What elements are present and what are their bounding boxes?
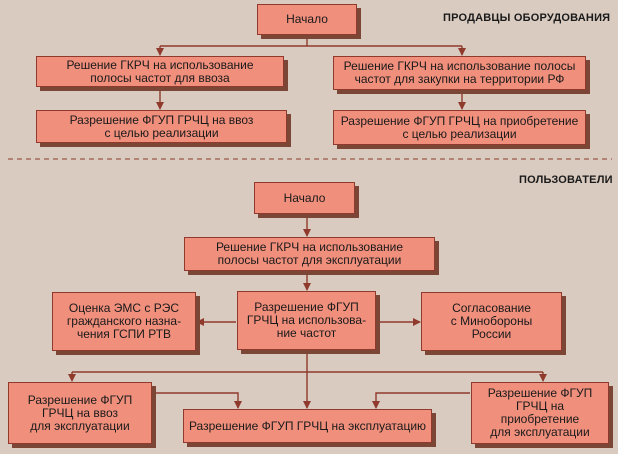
ems-assessment-node: Оценка ЭМС с РЭС гражданского назна- чен… <box>52 292 196 351</box>
gkrch-operation-decision-node: Решение ГКРЧ на использование полосы час… <box>184 237 435 271</box>
mod-approval-node: Согласование с Минобороны России <box>421 292 562 351</box>
fgup-frequency-permit-node: Разрешение ФГУП ГРЧЦ на использова- ние … <box>237 291 376 350</box>
section-title-users: ПОЛЬЗОВАТЕЛИ <box>519 174 613 186</box>
fgup-purchase-operation-node: Разрешение ФГУП ГРЧЦ на приобретение для… <box>471 382 609 444</box>
sellers-start-node: Начало <box>257 4 357 35</box>
fgup-operation-permit-node: Разрешение ФГУП ГРЧЦ на эксплуатацию <box>183 409 432 443</box>
fgup-purchase-permit-node: Разрешение ФГУП ГРЧЦ на приобретение с ц… <box>333 110 586 145</box>
connector-purchase-to-operation <box>372 392 470 409</box>
section-title-sellers: ПРОДАВЦЫ ОБОРУДОВАНИЯ <box>443 12 611 24</box>
connector-import-to-operation <box>152 392 242 409</box>
gkrch-import-decision-node: Решение ГКРЧ на использование полосы час… <box>36 56 284 87</box>
fgup-import-operation-node: Разрешение ФГУП ГРЧЦ на ввоз для эксплуа… <box>8 382 152 444</box>
fgup-import-permit-node: Разрешение ФГУП ГРЧЦ на ввоз с целью реа… <box>36 110 287 143</box>
gkrch-purchase-decision-node: Решение ГКРЧ на использование полосы час… <box>333 56 586 90</box>
users-start-node: Начало <box>254 182 355 214</box>
